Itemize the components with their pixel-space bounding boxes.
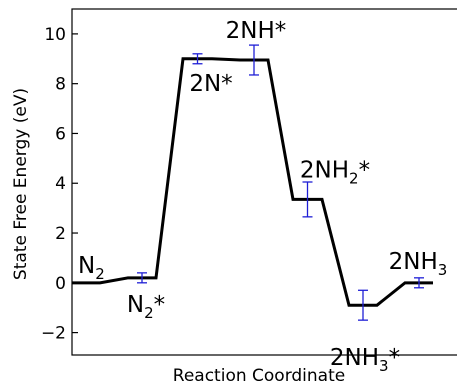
y-tick-label: 4 <box>55 174 66 194</box>
state-label: 2NH2* <box>300 157 370 187</box>
error-bar <box>192 53 203 65</box>
plot-frame <box>71 8 457 356</box>
y-tick-label: 8 <box>55 75 66 95</box>
y-tick-label: 10 <box>44 25 66 45</box>
error-bar <box>302 181 313 218</box>
error-bar <box>249 44 259 76</box>
state-label: 2NH3* <box>330 345 400 375</box>
y-tick-label: 0 <box>55 274 66 294</box>
error-bar <box>414 277 424 289</box>
y-tick-label: −2 <box>41 324 66 344</box>
x-axis-label: Reaction Coordinate <box>173 366 345 383</box>
state-label: N2 <box>78 253 105 283</box>
error-bar <box>358 289 368 321</box>
error-bar <box>137 272 147 284</box>
state-label: 2NH* <box>226 18 287 44</box>
y-tick-label: 6 <box>55 124 66 144</box>
y-axis: −2 0 2 4 6 8 10 <box>41 25 78 344</box>
state-label: 2NH3 <box>389 249 448 279</box>
y-axis-label: State Free Energy (eV) <box>11 88 31 280</box>
state-label: N2* <box>127 292 165 322</box>
energy-profile-line <box>72 57 433 307</box>
y-tick-label: 2 <box>55 224 66 244</box>
state-label: 2N* <box>189 71 232 97</box>
plot-area <box>72 44 433 321</box>
